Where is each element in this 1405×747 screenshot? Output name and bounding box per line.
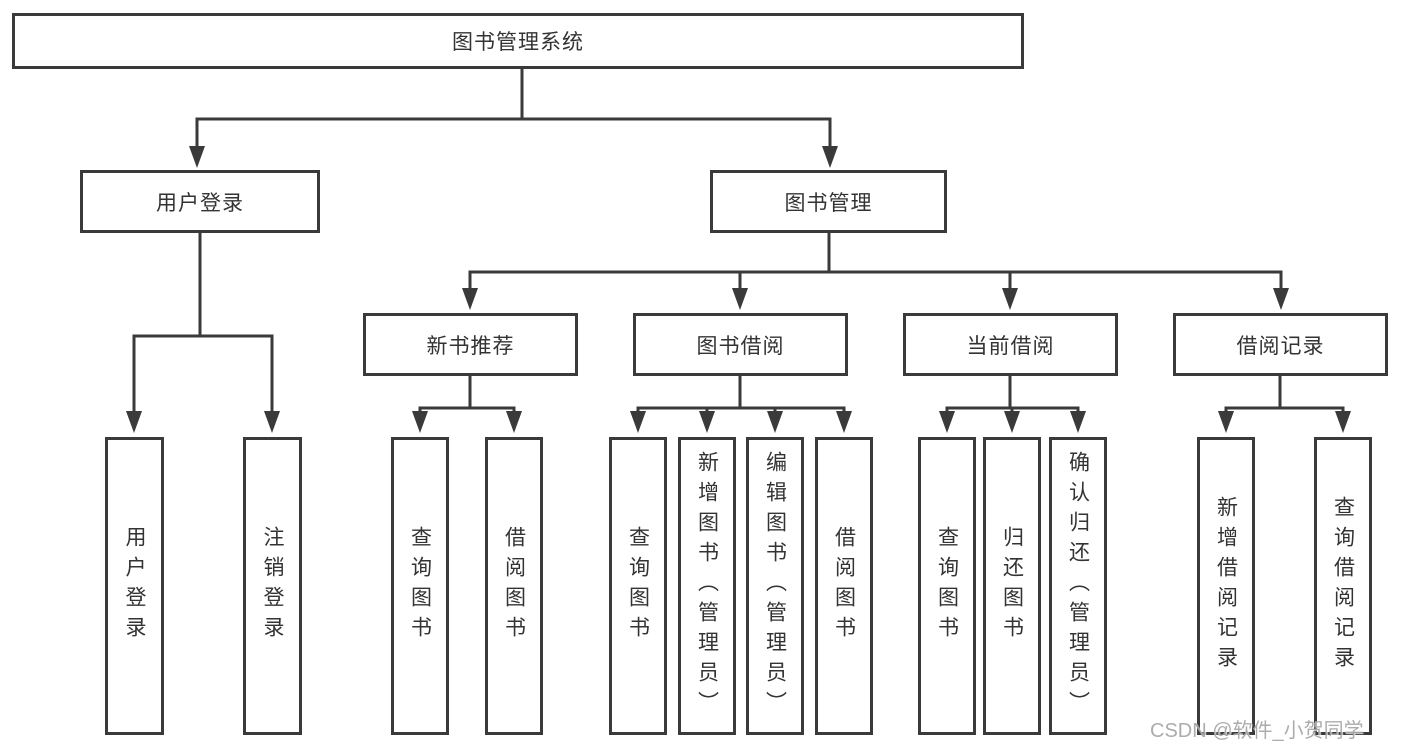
connector-records-split: [1224, 406, 1345, 414]
leaf-borrow-book-recommend: 借阅图书: [485, 437, 543, 735]
arrowhead: [1004, 411, 1020, 433]
arrowhead: [1335, 411, 1351, 433]
leaf-add-book-admin-label: 新增图书（管理员）: [695, 451, 719, 721]
node-borrow-records-label: 借阅记录: [1236, 334, 1325, 358]
arrowhead: [939, 411, 955, 433]
node-book-borrow: 图书借阅: [633, 313, 848, 376]
leaf-edit-book-admin: 编辑图书（管理员）: [746, 437, 804, 735]
leaf-query-book-borrow: 查询图书: [609, 437, 667, 735]
leaf-user-login: 用户登录: [105, 437, 164, 735]
connector-borrow-split: [636, 406, 846, 414]
arrowhead: [822, 146, 838, 168]
node-book-management-label: 图书管理: [784, 191, 873, 215]
leaf-query-book-current: 查询图书: [918, 437, 976, 735]
arrowhead: [506, 411, 522, 433]
leaf-confirm-return-admin: 确认归还（管理员）: [1049, 437, 1107, 735]
leaf-add-borrow-record: 新增借阅记录: [1197, 437, 1255, 735]
node-current-borrow: 当前借阅: [903, 313, 1118, 376]
arrowhead: [189, 146, 205, 168]
connector-book-mgmt-split: [468, 270, 1283, 290]
arrowhead: [699, 411, 715, 433]
leaf-add-borrow-record-label: 新增借阅记录: [1214, 496, 1238, 676]
node-book-borrow-label: 图书借阅: [696, 334, 785, 358]
leaf-query-book-current-label: 查询图书: [935, 526, 959, 646]
arrowhead: [767, 411, 783, 433]
node-library-system-label: 图书管理系统: [452, 31, 584, 54]
connector-user-login-split: [132, 334, 274, 413]
leaf-query-book-recommend: 查询图书: [391, 437, 449, 735]
node-current-borrow-label: 当前借阅: [966, 334, 1055, 358]
node-user-login: 用户登录: [80, 170, 320, 233]
arrowhead: [412, 411, 428, 433]
arrowhead: [1273, 288, 1289, 310]
arrowhead: [126, 411, 142, 433]
arrowhead: [1070, 411, 1086, 433]
leaf-return-book-label: 归还图书: [1000, 526, 1024, 646]
leaf-logout-login-label: 注销登录: [261, 526, 284, 646]
leaf-query-book-borrow-label: 查询图书: [626, 526, 650, 646]
arrowhead: [462, 288, 478, 310]
watermark-text: CSDN @软件_小贺同学: [1150, 720, 1364, 742]
connector-recommend-split: [418, 406, 516, 414]
leaf-edit-book-admin-label: 编辑图书（管理员）: [763, 451, 787, 721]
leaf-confirm-return-admin-label: 确认归还（管理员）: [1066, 451, 1090, 721]
leaf-add-book-admin: 新增图书（管理员）: [678, 437, 736, 735]
node-new-book-recommend-label: 新书推荐: [426, 334, 515, 358]
node-book-management: 图书管理: [710, 170, 947, 233]
leaf-logout-login: 注销登录: [243, 437, 302, 735]
arrowhead: [630, 411, 646, 433]
connector-root-split: [195, 117, 832, 148]
leaf-query-book-recommend-label: 查询图书: [408, 526, 432, 646]
node-library-system: 图书管理系统: [12, 13, 1024, 69]
arrowhead: [732, 288, 748, 310]
node-user-login-label: 用户登录: [156, 191, 244, 215]
leaf-borrow-book-recommend-label: 借阅图书: [502, 526, 526, 646]
node-new-book-recommend: 新书推荐: [363, 313, 578, 376]
leaf-user-login-label: 用户登录: [123, 526, 146, 646]
arrowhead: [1002, 288, 1018, 310]
leaf-borrow-book-label: 借阅图书: [832, 526, 856, 646]
arrowhead: [1218, 411, 1234, 433]
leaf-query-borrow-record-label: 查询借阅记录: [1331, 496, 1355, 676]
leaf-query-borrow-record: 查询借阅记录: [1314, 437, 1372, 735]
arrowhead: [264, 411, 280, 433]
arrowhead: [836, 411, 852, 433]
node-borrow-records: 借阅记录: [1173, 313, 1388, 376]
leaf-return-book: 归还图书: [983, 437, 1041, 735]
leaf-borrow-book: 借阅图书: [815, 437, 873, 735]
